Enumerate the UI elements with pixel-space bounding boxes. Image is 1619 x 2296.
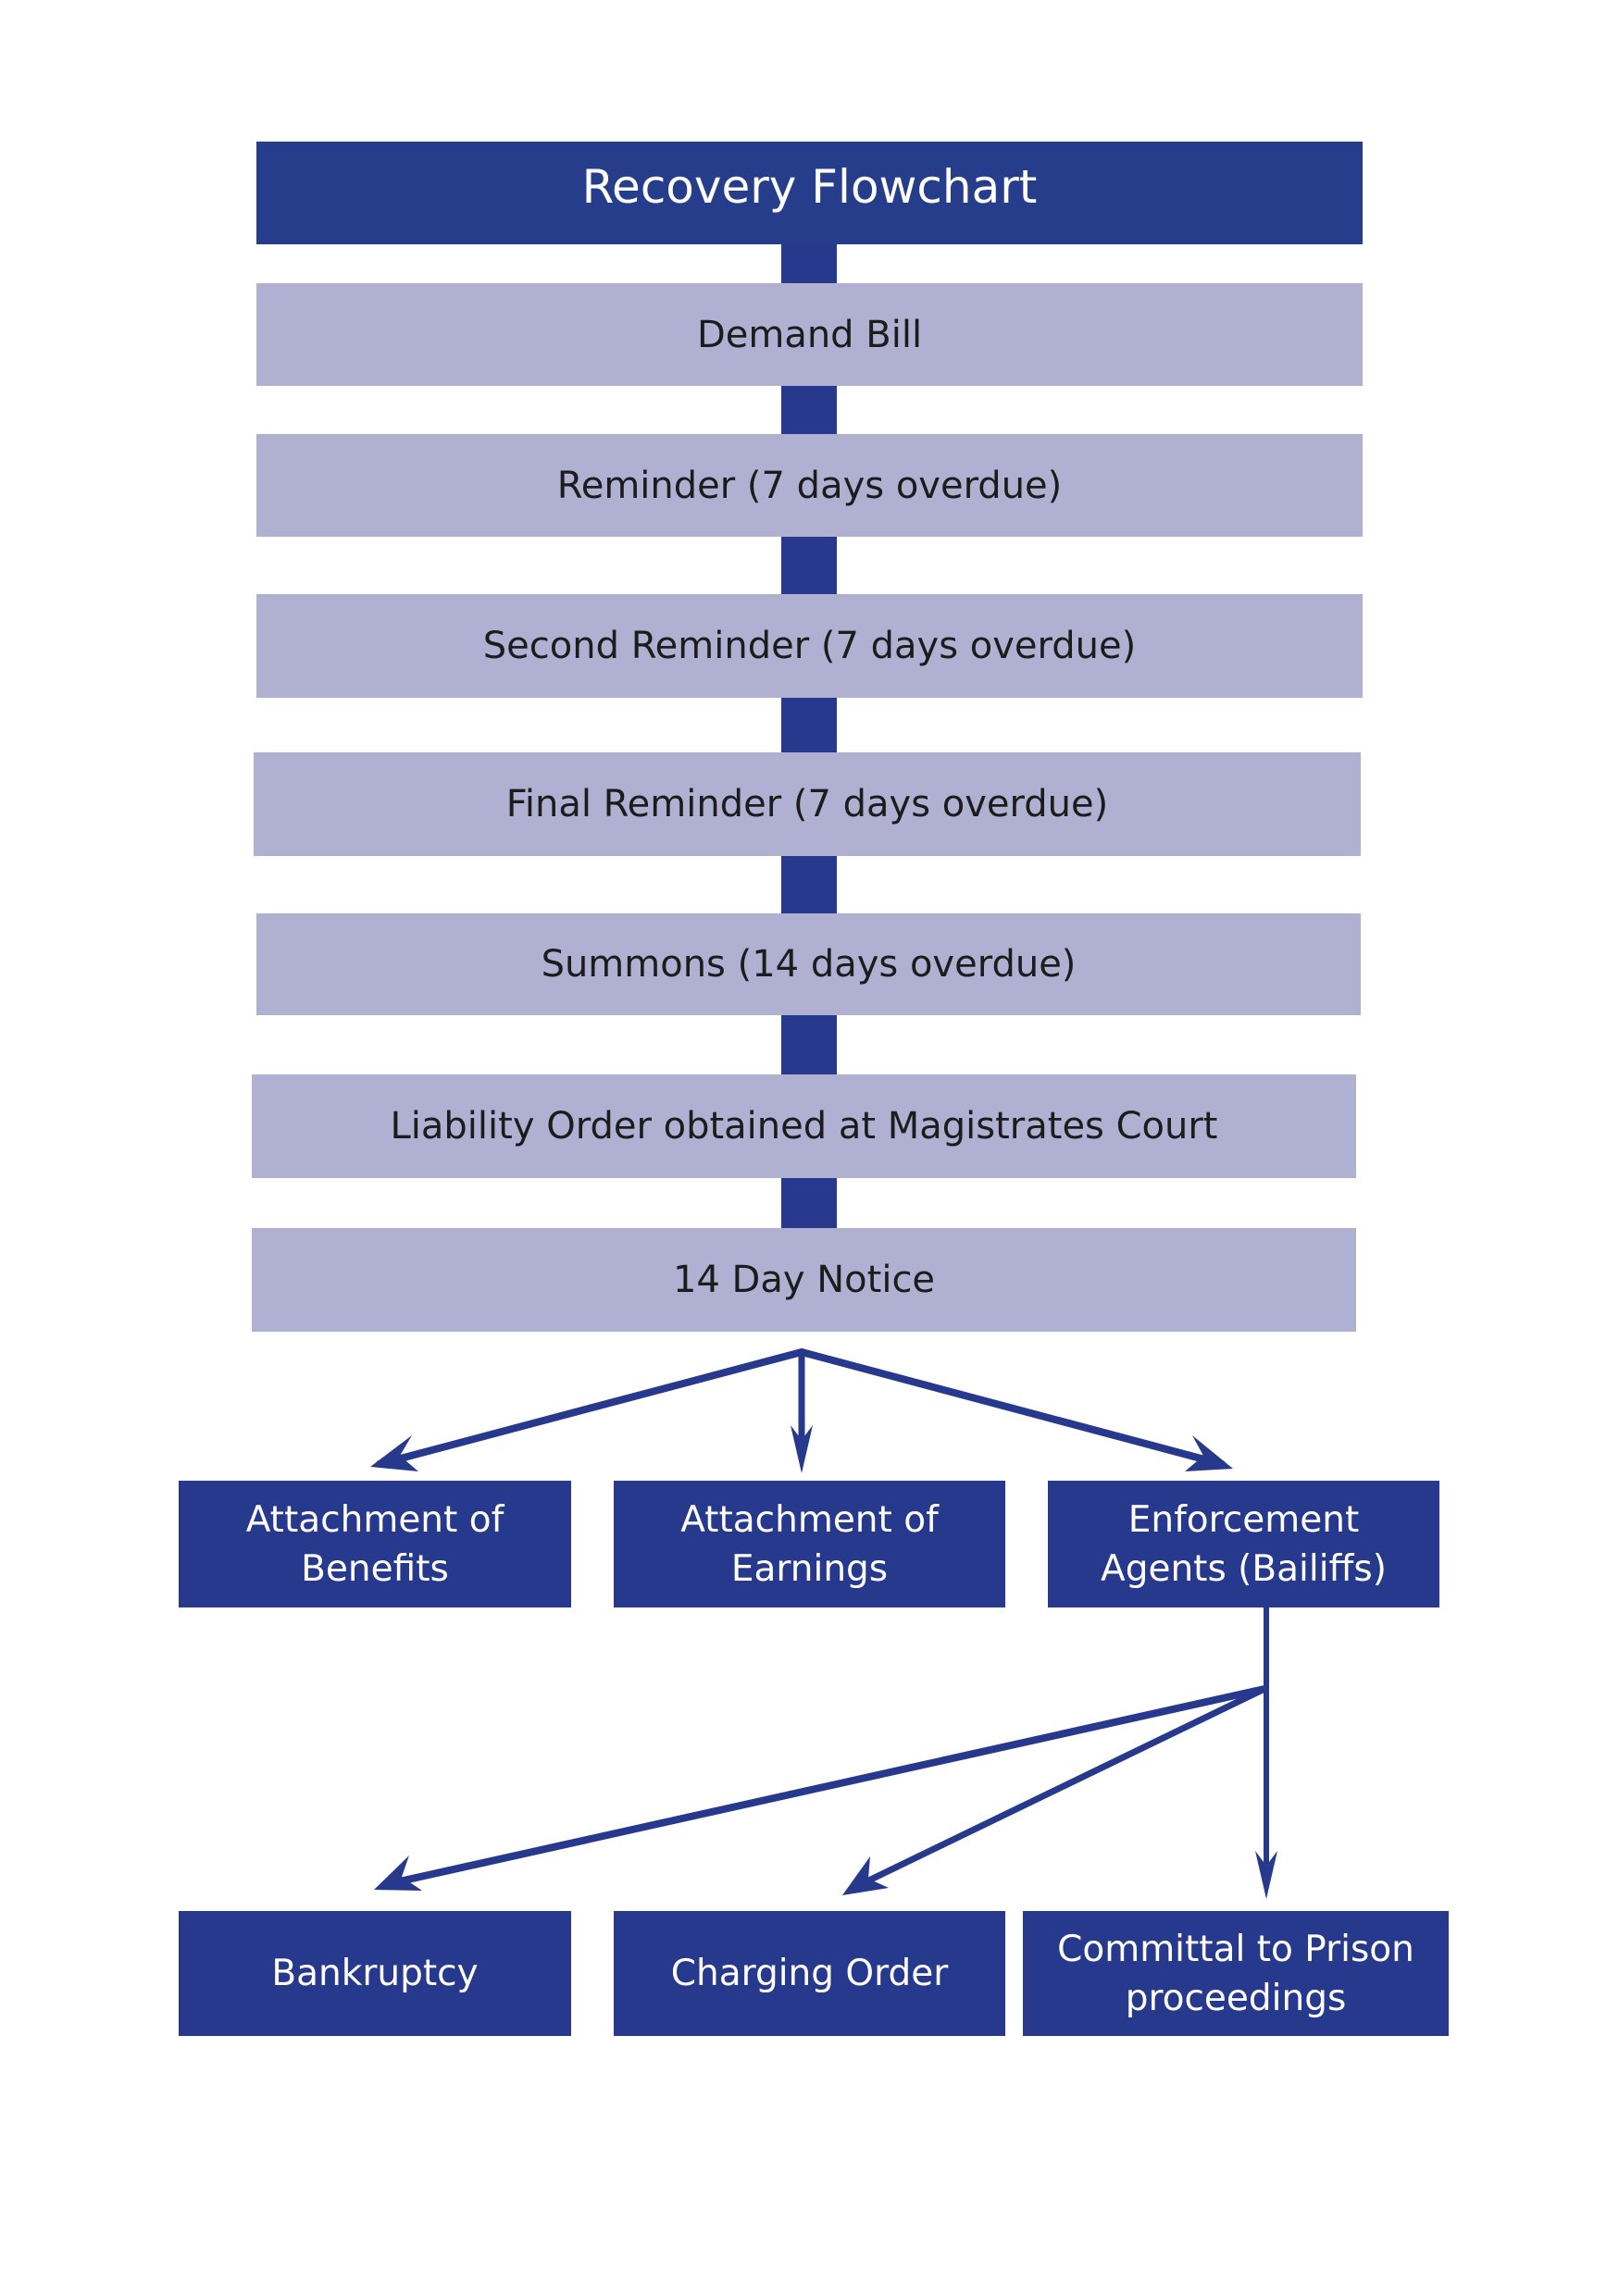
step-second-reminder: Second Reminder (7 days overdue) (256, 594, 1363, 698)
outcome-charging-order: Charging Order (614, 1911, 1005, 2036)
arrowhead-charging-order (842, 1856, 889, 1895)
step-liability-order: Liability Order obtained at Magistrates … (252, 1074, 1356, 1178)
step-final-reminder: Final Reminder (7 days overdue) (254, 752, 1361, 856)
outcome-bankruptcy: Bankruptcy (179, 1911, 571, 2036)
outcome-label: Attachment of Earnings (680, 1498, 939, 1590)
outcome-committal-to-prison: Committal to Prison proceedings (1023, 1911, 1449, 2036)
connector (781, 243, 837, 284)
step-label: Demand Bill (696, 313, 923, 356)
step-label: Summons (14 days overdue) (541, 943, 1077, 986)
outcome-label: Charging Order (670, 1953, 949, 1994)
connector (781, 855, 837, 914)
outcome-label: Committal to Prison proceedings (1057, 1928, 1414, 2019)
step-label: Second Reminder (7 days overdue) (482, 625, 1137, 667)
outcome-label: Enforcement Agents (Bailiffs) (1101, 1498, 1387, 1590)
flowchart-title-text: Recovery Flowchart (581, 159, 1038, 214)
step-label: Reminder (7 days overdue) (556, 464, 1063, 507)
arrowhead-committal (1255, 1851, 1277, 1899)
arrowhead-benefits (370, 1435, 418, 1471)
outcome-label: Bankruptcy (271, 1953, 479, 1994)
outcome-attachment-of-earnings: Attachment of Earnings (614, 1481, 1005, 1607)
connector (781, 385, 837, 435)
connector (781, 697, 837, 753)
arrow-to-enforcement (798, 1348, 1226, 1468)
arrowhead-earnings (791, 1425, 813, 1473)
arrowhead-bankruptcy (374, 1855, 422, 1891)
step-14-day-notice: 14 Day Notice (252, 1228, 1356, 1332)
step-label: 14 Day Notice (672, 1259, 936, 1301)
step-label: Final Reminder (7 days overdue) (505, 783, 1109, 825)
connector (781, 536, 837, 595)
step-reminder: Reminder (7 days overdue) (256, 434, 1363, 537)
connector (781, 1014, 837, 1075)
arrowhead-enforcement (1185, 1435, 1233, 1471)
arrow-to-charging-order (850, 1685, 1268, 1892)
step-demand-bill: Demand Bill (256, 283, 1363, 386)
outcome-label: Attachment of Benefits (245, 1498, 504, 1590)
connector (781, 1177, 837, 1229)
arrow-to-benefits (376, 1348, 805, 1468)
flowchart-title: Recovery Flowchart (256, 142, 1363, 244)
step-summons: Summons (14 days overdue) (256, 913, 1361, 1015)
arrow-to-bankruptcy (383, 1685, 1268, 1888)
outcome-enforcement-agents: Enforcement Agents (Bailiffs) (1048, 1481, 1439, 1607)
step-label: Liability Order obtained at Magistrates … (390, 1105, 1218, 1148)
outcome-attachment-of-benefits: Attachment of Benefits (179, 1481, 571, 1607)
